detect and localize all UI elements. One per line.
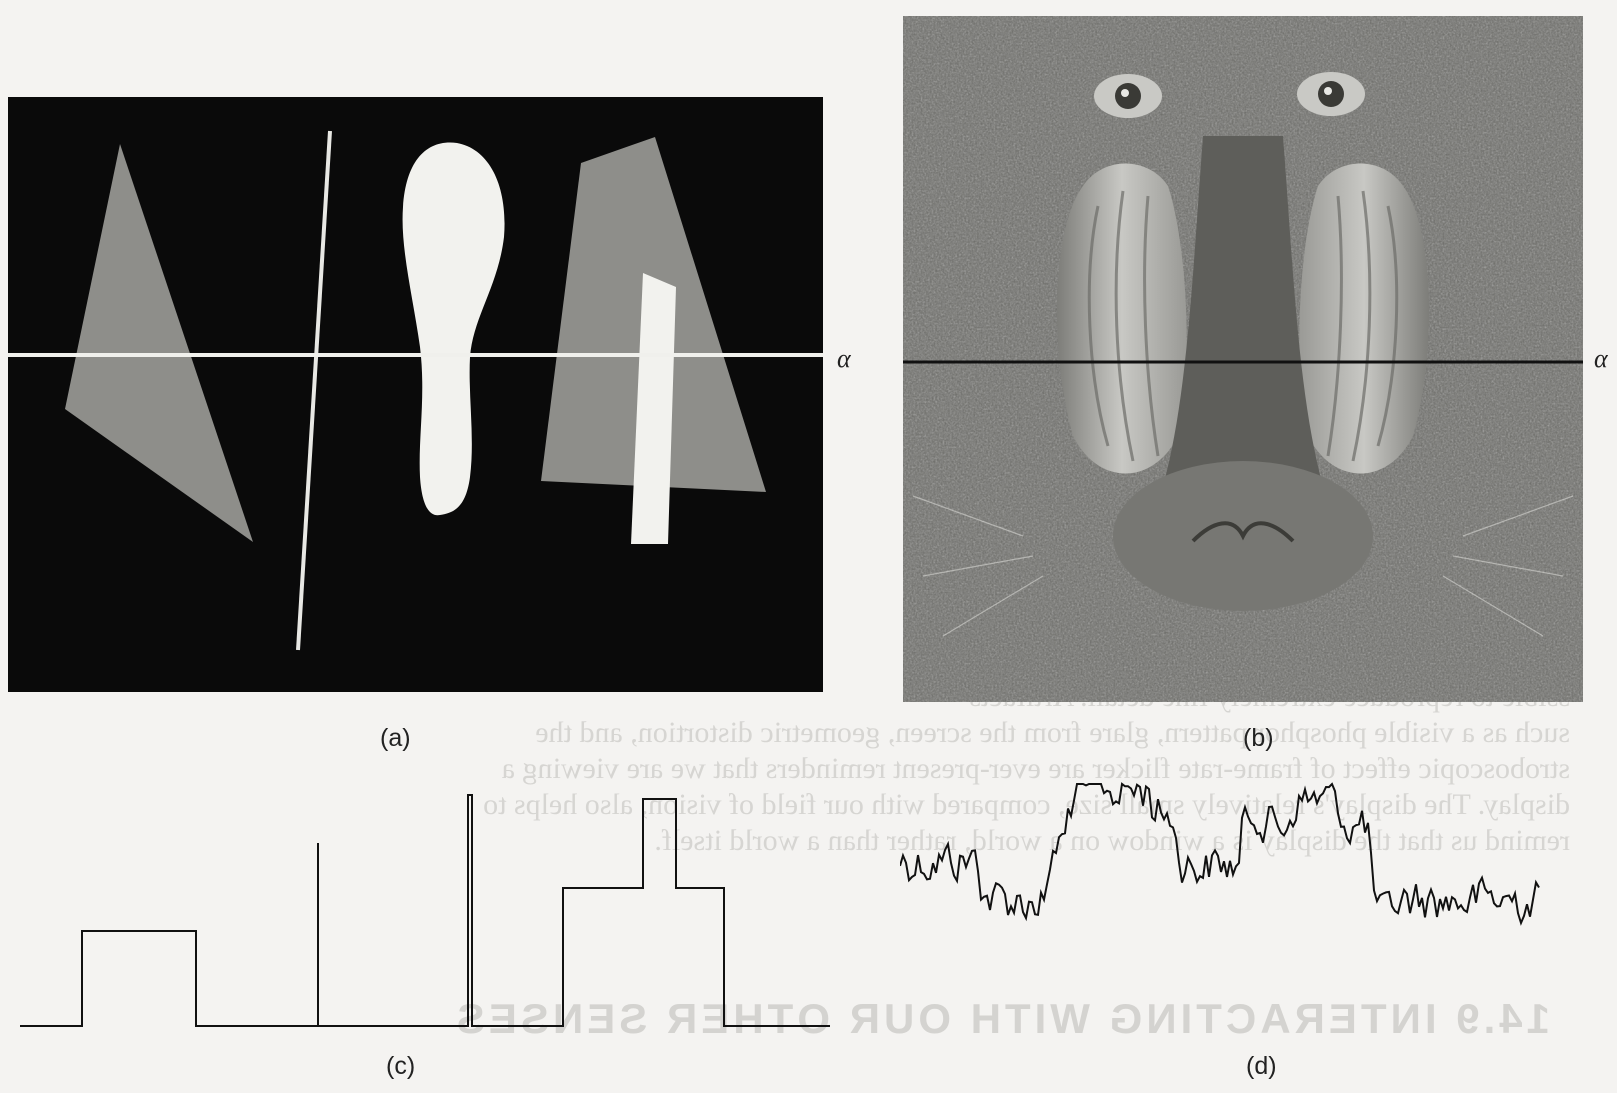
profile-trace-d xyxy=(900,782,1540,926)
scanline-label-a: α xyxy=(837,344,851,373)
profile-trace-c xyxy=(20,794,830,1027)
panel-b-photograph xyxy=(903,16,1583,702)
panel-c-intensity-profile xyxy=(20,794,830,1027)
bleed-through-text: such as a visible phosphor pattern, glar… xyxy=(535,716,1570,749)
white-blob xyxy=(402,142,505,516)
left-cheek xyxy=(1056,163,1187,474)
gray-triangle xyxy=(65,144,253,542)
vertical-white-line xyxy=(296,130,332,651)
scanline-label-b: α xyxy=(1594,344,1608,373)
nose-bridge xyxy=(1163,136,1323,486)
right-cheek xyxy=(1299,163,1430,474)
white-bar xyxy=(631,273,676,544)
caption-b: (b) xyxy=(1243,724,1274,752)
panel-a-shapes-image xyxy=(8,97,823,692)
panel-d-intensity-profile xyxy=(900,782,1540,926)
caption-a: (a) xyxy=(380,724,411,752)
caption-d: (d) xyxy=(1246,1052,1277,1080)
caption-c: (c) xyxy=(386,1052,416,1080)
